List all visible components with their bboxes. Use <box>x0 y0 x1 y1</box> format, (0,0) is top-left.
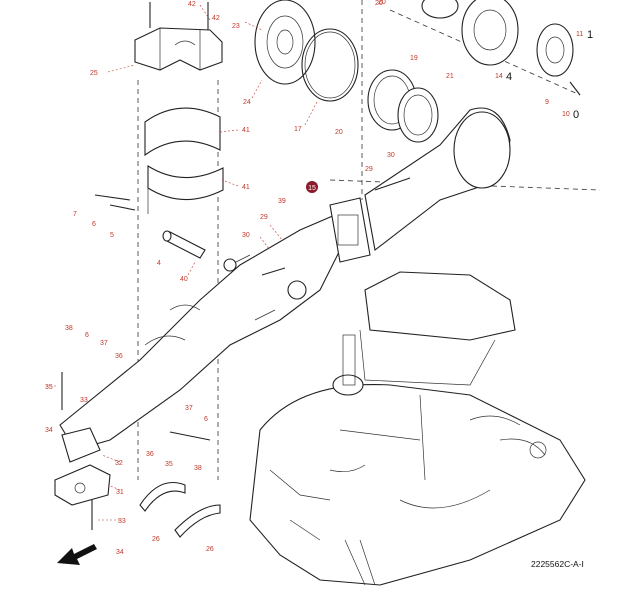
callout-32: 32 <box>115 460 123 467</box>
half-shell-lower[interactable] <box>147 165 224 214</box>
svg-text:15: 15 <box>308 185 316 192</box>
callout-39: 39 <box>278 198 286 205</box>
u-clamp-right[interactable] <box>174 504 221 538</box>
callout-6: 6 <box>85 332 89 339</box>
callout-20: 20 <box>335 129 343 136</box>
callout-24: 24 <box>243 99 251 106</box>
callout-5: 5 <box>110 232 114 239</box>
callout-29: 29 <box>365 166 373 173</box>
callout-23: 23 <box>232 23 240 30</box>
callout-20: 20 <box>378 0 386 6</box>
callout-33: 33 <box>80 397 88 404</box>
callout-37: 37 <box>185 405 193 412</box>
callout-34: 34 <box>45 427 53 434</box>
callout-26: 26 <box>206 546 214 553</box>
callout-7: 7 <box>73 211 77 218</box>
callout-42: 42 <box>188 1 196 8</box>
pivot-pin[interactable] <box>162 230 206 259</box>
mounting-plate[interactable] <box>329 197 371 263</box>
callout-37: 37 <box>100 340 108 347</box>
callout-36: 36 <box>115 353 123 360</box>
callout-19: 19 <box>410 55 418 62</box>
upper-mount-bracket[interactable] <box>134 2 223 71</box>
callout-25: 25 <box>90 70 98 77</box>
o-ring[interactable] <box>301 28 359 102</box>
callout-labels: 42 42 23 24 25 41 41 17 19 21 20 20 14 1… <box>45 0 583 556</box>
hub-assembly[interactable] <box>461 0 574 77</box>
figure-code: 2225562C-A-I <box>531 559 584 569</box>
callout-40: 40 <box>180 276 188 283</box>
fastener-bolts[interactable] <box>61 81 581 530</box>
callout-17: 17 <box>294 126 302 133</box>
callout-30: 30 <box>242 232 250 239</box>
callout-26: 26 <box>152 536 160 543</box>
callout-leaders <box>46 4 319 521</box>
callout-41: 41 <box>242 127 250 134</box>
callout-29: 29 <box>260 214 268 221</box>
callout-11: 11 <box>576 31 583 38</box>
main-arm[interactable] <box>59 214 346 451</box>
callout-33: 33 <box>118 518 126 525</box>
callout-21: 21 <box>446 73 454 80</box>
swing-arm-housing[interactable] <box>364 107 511 251</box>
callout-10: 10 <box>562 111 570 118</box>
half-shell-upper[interactable] <box>144 107 221 157</box>
callout-35: 35 <box>45 384 53 391</box>
seal-ring-top[interactable] <box>421 0 459 19</box>
callout-42: 42 <box>212 15 220 22</box>
part-badge-15: 15 <box>306 181 318 193</box>
callout-9: 9 <box>545 99 549 106</box>
qty-4: 4 <box>506 71 512 83</box>
callout-30: 30 <box>387 152 395 159</box>
callout-14: 14 <box>495 73 503 80</box>
qty-0: 0 <box>573 109 579 121</box>
callout-35: 35 <box>165 461 173 468</box>
callout-6: 6 <box>92 221 96 228</box>
callout-38: 38 <box>194 465 202 472</box>
qty-1: 1 <box>587 29 593 41</box>
tractor-illustration <box>249 271 586 586</box>
callout-34: 34 <box>116 549 124 556</box>
sprocket-wheel[interactable] <box>254 0 316 85</box>
quantity-marks: 1 4 0 <box>506 29 593 121</box>
callout-41: 41 <box>242 184 250 191</box>
callout-38: 38 <box>65 325 73 332</box>
front-direction-arrow <box>57 544 97 565</box>
callout-6: 6 <box>204 416 208 423</box>
callout-20: 20 <box>375 0 383 7</box>
bearing-race[interactable] <box>397 87 439 143</box>
callout-36: 36 <box>146 451 154 458</box>
callout-4: 4 <box>157 260 161 267</box>
u-clamp-left[interactable] <box>139 481 186 512</box>
assembly-guide-lines <box>137 0 601 480</box>
callout-31: 31 <box>116 489 124 496</box>
lower-clamp[interactable] <box>54 427 111 506</box>
